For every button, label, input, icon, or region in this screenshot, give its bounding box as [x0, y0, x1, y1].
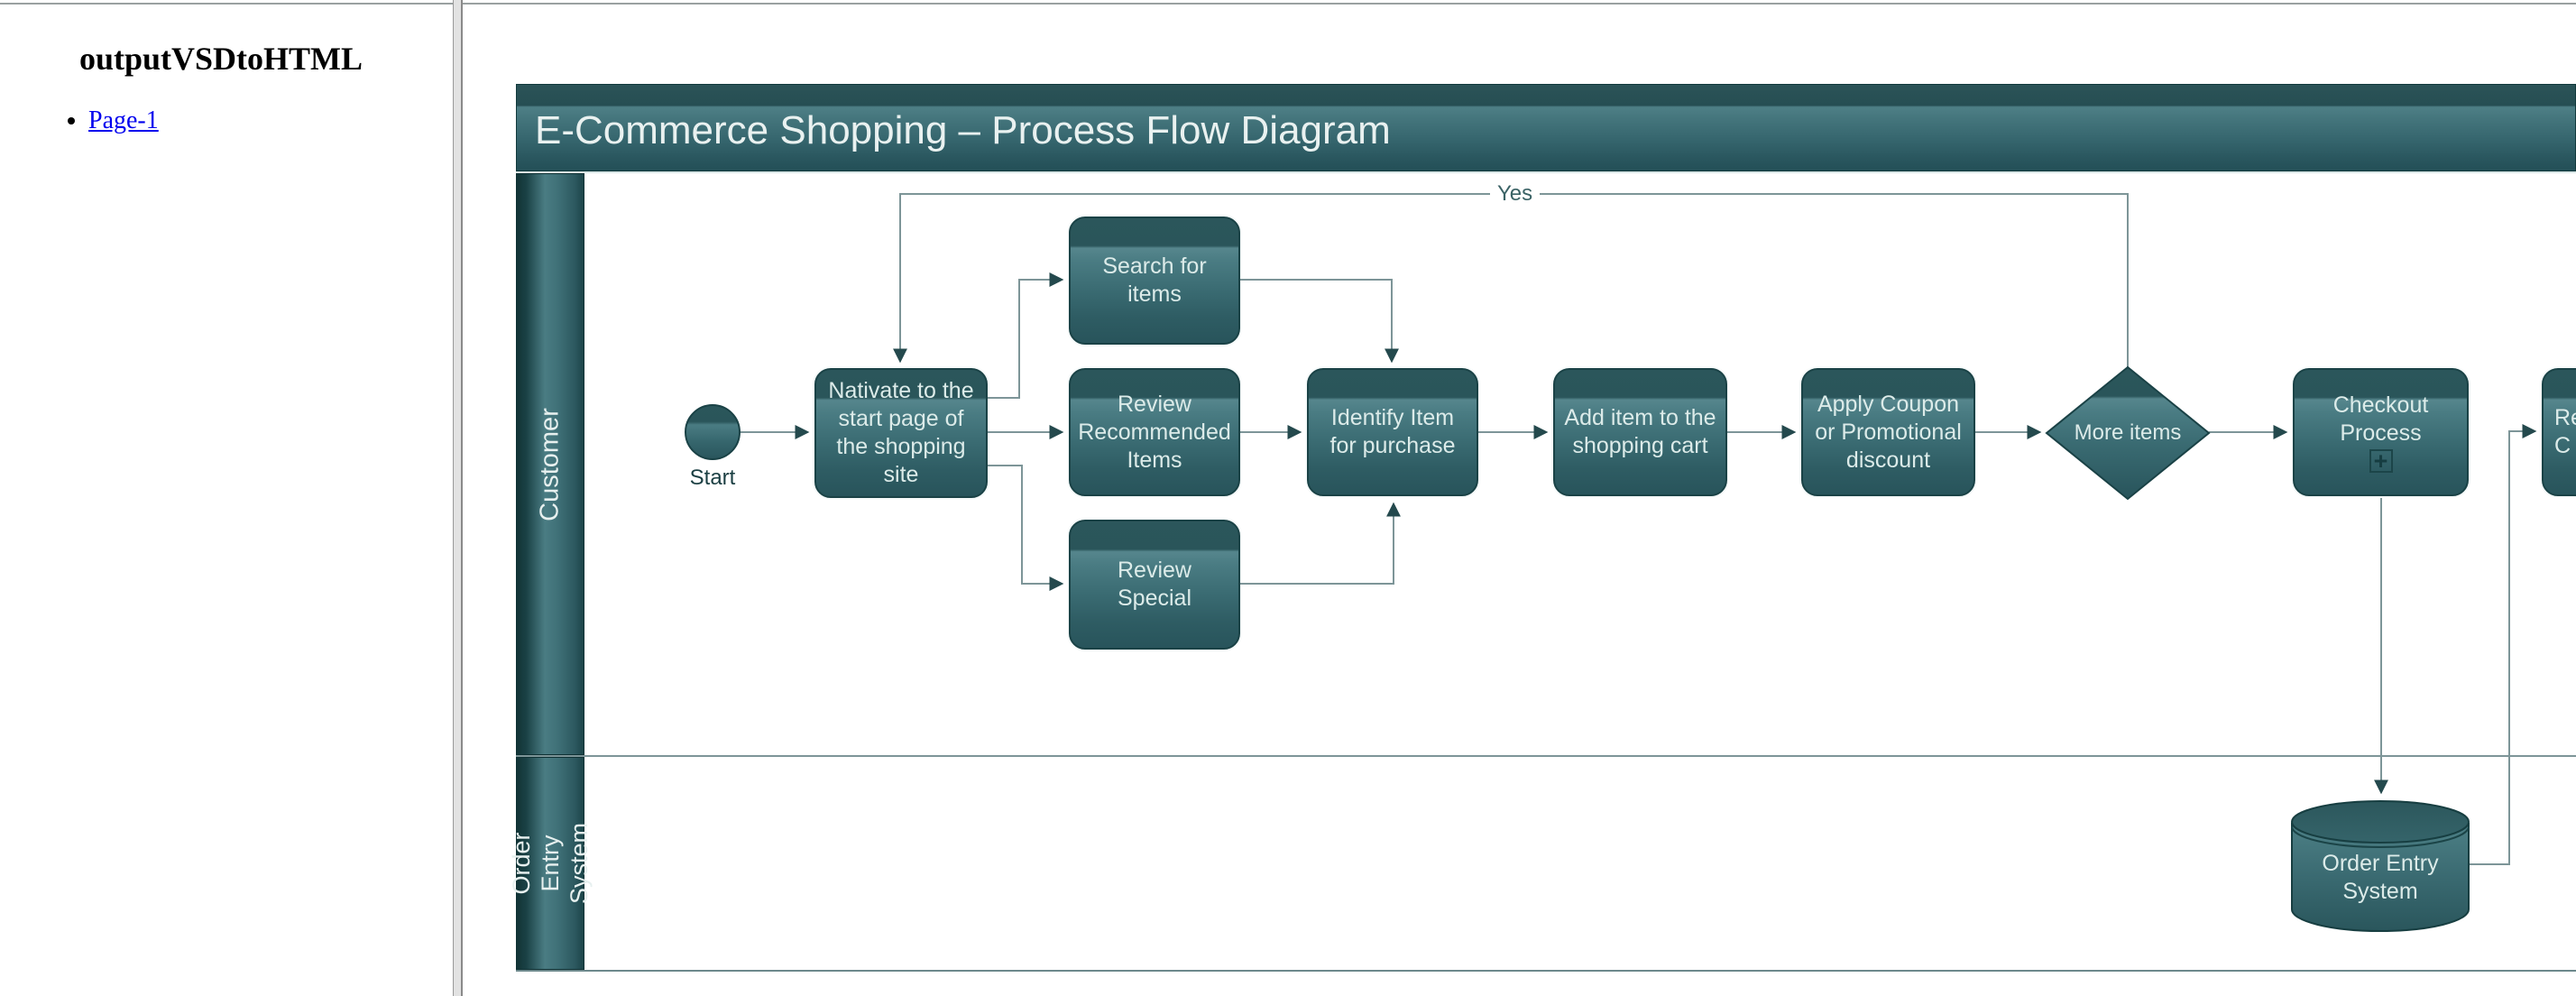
receive-clipped-line2: C	[2554, 433, 2571, 458]
process-search-for-items: Search for items	[1069, 217, 1240, 345]
process-navigate-start-page: Nativate to the start page of the shoppi…	[814, 368, 988, 498]
sidebar-title: outputVSDtoHTML	[79, 41, 363, 77]
cylinder-body	[2291, 823, 2470, 932]
diagram-title-bar: E-Commerce Shopping – Process Flow Diagr…	[516, 84, 2576, 171]
checkout-label: Checkout Process	[2332, 392, 2429, 446]
lane-label-order-entry-text: Order Entry System	[508, 822, 593, 905]
cylinder-rim	[2291, 825, 2470, 848]
lane-label-customer-text: Customer	[535, 407, 565, 521]
frameset-divider[interactable]	[453, 0, 463, 996]
connector-search-to-identify	[1240, 279, 1399, 364]
edge-label-yes: Yes	[1490, 179, 1541, 209]
start-node-label: Start	[689, 466, 736, 490]
diagram-title: E-Commerce Shopping – Process Flow Diagr…	[535, 108, 1391, 152]
process-identify-item: Identify Item for purchase	[1307, 368, 1478, 496]
connector-navigate-to-search	[988, 272, 1064, 399]
lane-label-customer: Customer	[516, 173, 584, 755]
page-1-link[interactable]: Page-1	[88, 106, 159, 134]
receive-clipped-line1: Re	[2554, 405, 2576, 430]
connector-navigate-to-review-special	[988, 465, 1064, 591]
subprocess-plus-icon: +	[2369, 448, 2393, 473]
connector-review-special-to-identify	[1240, 502, 1401, 585]
lane-divider-line	[516, 755, 2576, 757]
process-checkout-subprocess: Checkout Process +	[2293, 368, 2469, 496]
order-entry-db-label: Order Entry System	[2322, 851, 2439, 904]
cylinder-top	[2291, 800, 2470, 844]
decision-more-items-label: More items	[2074, 420, 2182, 445]
sidebar-page-list: Page-1	[0, 106, 159, 135]
frameset-top-border	[0, 3, 2576, 5]
process-receive-clipped: Re C	[2542, 368, 2576, 496]
process-add-item-to-cart: Add item to the shopping cart	[1553, 368, 1727, 496]
start-node	[685, 404, 741, 460]
process-apply-coupon: Apply Coupon or Promotional discount	[1801, 368, 1975, 496]
decision-more-items-shape	[2045, 365, 2211, 501]
diagram-bottom-border	[516, 970, 2576, 972]
list-item: Page-1	[88, 106, 159, 135]
lane-label-order-entry-system: Order Entry System	[508, 757, 593, 970]
connector-db-to-receive	[2470, 424, 2537, 865]
process-review-special: Review Special	[1069, 520, 1240, 650]
process-review-recommended-items: Review Recommended Items	[1069, 368, 1240, 496]
